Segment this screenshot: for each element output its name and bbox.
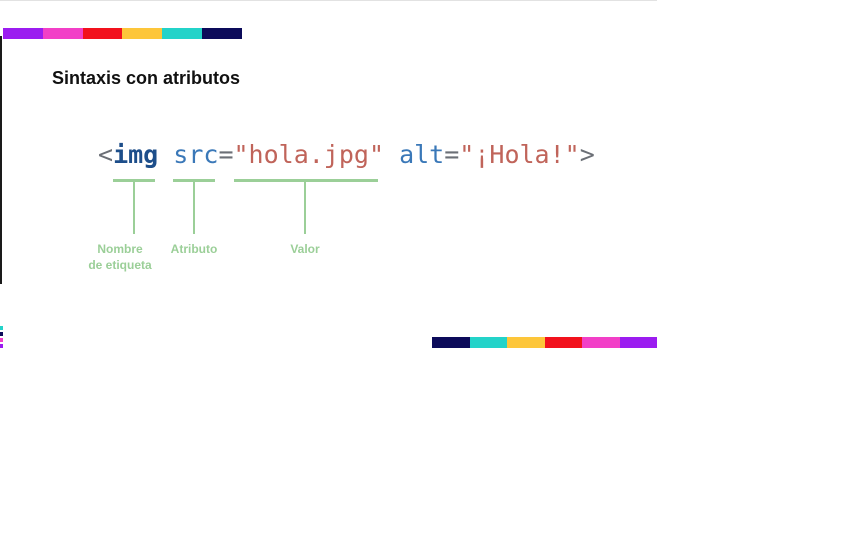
- code-example: <img src="hola.jpg" alt="¡Hola!">: [98, 139, 595, 171]
- stripe-segment: [3, 28, 43, 39]
- left-edge-strip: [0, 326, 3, 360]
- top-divider: [0, 0, 657, 1]
- color-stripe-bottom: [432, 337, 657, 348]
- edge-bit: [0, 332, 3, 336]
- tag-label: Nombre de etiqueta: [88, 242, 152, 272]
- stripe-segment: [82, 28, 123, 39]
- stripe-segment: [619, 337, 657, 348]
- code-value-alt: "¡Hola!": [459, 140, 580, 169]
- stripe-segment: [544, 337, 582, 348]
- code-equals: =: [444, 140, 460, 169]
- left-edge: [0, 36, 2, 284]
- code-open-bracket: <: [98, 140, 114, 169]
- stripe-segment: [202, 28, 242, 39]
- value-label: Valor: [290, 242, 320, 256]
- stripe-segment: [42, 28, 83, 39]
- slide: Sintaxis con atributos <img src="hola.jp…: [0, 0, 657, 360]
- code-attribute-alt: alt: [399, 140, 445, 169]
- color-stripe-top: [3, 28, 242, 39]
- edge-bit: [0, 326, 3, 330]
- code-value-src: "hola.jpg": [233, 140, 385, 169]
- code-attribute-src: src: [173, 140, 219, 169]
- attribute-underline: [173, 179, 215, 182]
- slide-title: Sintaxis con atributos: [52, 68, 241, 88]
- edge-bit: [0, 338, 3, 342]
- attribute-label: Atributo: [170, 242, 218, 256]
- stripe-segment: [469, 337, 507, 348]
- stripe-segment: [432, 337, 470, 348]
- value-underline: [234, 179, 378, 182]
- stripe-segment: [582, 337, 620, 348]
- value-connector: [304, 182, 306, 234]
- stripe-segment: [507, 337, 545, 348]
- tag-underline: [113, 179, 155, 182]
- stripe-segment: [122, 28, 163, 39]
- edge-bit: [0, 344, 3, 348]
- stripe-segment: [162, 28, 203, 39]
- code-close-bracket: >: [579, 140, 595, 169]
- tag-connector: [133, 182, 135, 234]
- code-equals: =: [218, 140, 234, 169]
- attribute-connector: [193, 182, 195, 234]
- code-tag-name: img: [113, 140, 159, 169]
